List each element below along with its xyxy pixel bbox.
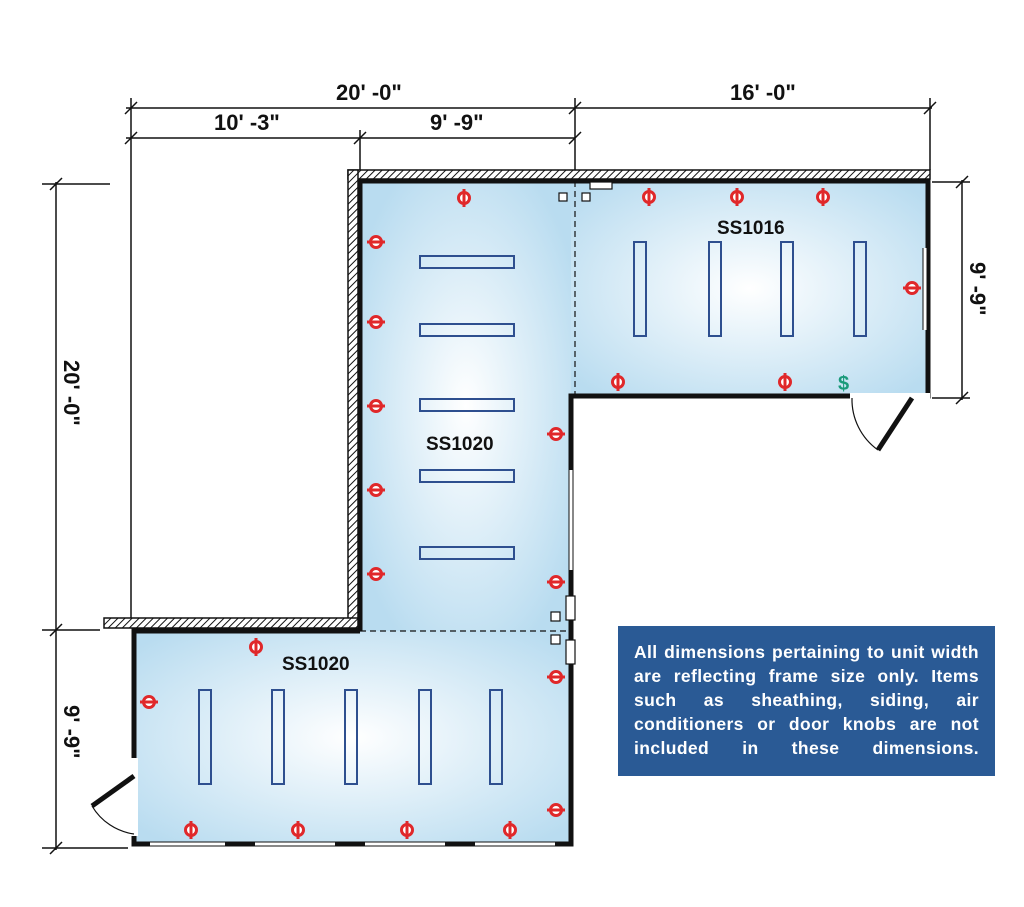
outlet-icon [611, 373, 625, 391]
room-label-vertical-unit: SS1020 [426, 434, 494, 455]
panel-symbols [550, 181, 613, 665]
light-fixture [271, 689, 285, 785]
outlets [140, 188, 921, 839]
outlet-icon [903, 281, 921, 295]
light-fixture [419, 398, 515, 412]
outlet-icon [291, 821, 305, 839]
module-lines [360, 181, 576, 632]
light-fixture [708, 241, 722, 337]
outlet-icon [547, 427, 565, 441]
door-right [850, 393, 930, 452]
inner-horizontal-wall-hatch [103, 617, 359, 629]
outlet-icon [184, 821, 198, 839]
outlet-icon [547, 803, 565, 817]
light-fixture [419, 546, 515, 560]
outlet-icon [367, 483, 385, 497]
outlet-icon [547, 670, 565, 684]
light-fixture [419, 255, 515, 269]
room-label-bottom-unit: SS1020 [282, 654, 350, 675]
solid-walls [131, 178, 931, 847]
switch-symbol: $ [838, 373, 849, 395]
outlet-icon [642, 188, 656, 206]
light-fixture [198, 689, 212, 785]
outlet-icon [730, 188, 744, 206]
top-wall-hatch [347, 169, 931, 180]
outlet-icon [249, 638, 263, 656]
floor-vertical-unit [361, 181, 571, 631]
dimension-overall-left: 20' -0" [336, 80, 402, 105]
outlet-icon [400, 821, 414, 839]
light-fixture [633, 241, 647, 337]
light-fixture [780, 241, 794, 337]
outlet-icon [778, 373, 792, 391]
light-fixture [419, 469, 515, 483]
outlet-icon [503, 821, 517, 839]
outlet-icon [816, 188, 830, 206]
inner-vertical-wall-hatch [347, 169, 359, 629]
floor-right-unit [571, 181, 928, 396]
light-fixture [344, 689, 358, 785]
dimensions-note: All dimensions pertaining to unit width … [618, 626, 995, 776]
light-fixture [489, 689, 503, 785]
hatched-walls [103, 169, 931, 629]
windows [150, 248, 928, 847]
light-fixture [853, 241, 867, 337]
outlet-icon [367, 235, 385, 249]
dimension-middle-segment: 9' -9" [430, 110, 484, 135]
dimension-left-height-lower: 9' -9" [59, 705, 84, 759]
dimension-left-height-upper: 20' -0" [59, 360, 84, 426]
outlet-icon [140, 695, 158, 709]
room-label-right-unit: SS1016 [717, 218, 785, 239]
outlet-icon [457, 189, 471, 207]
outlet-icon [547, 575, 565, 589]
dimension-overall-right: 16' -0" [730, 80, 796, 105]
dimension-right-height: 9' -9" [965, 262, 990, 316]
floor-bottom-unit [134, 631, 571, 844]
outlet-icon [367, 315, 385, 329]
light-fixture [419, 323, 515, 337]
door-left [90, 758, 138, 836]
dimension-lines [42, 98, 970, 855]
dimension-left-segment: 10' -3" [214, 110, 280, 135]
outline-wall [131, 178, 931, 847]
light-fixtures [198, 241, 867, 785]
light-fixture [418, 689, 432, 785]
outlet-icon [367, 567, 385, 581]
outlet-icon [367, 399, 385, 413]
